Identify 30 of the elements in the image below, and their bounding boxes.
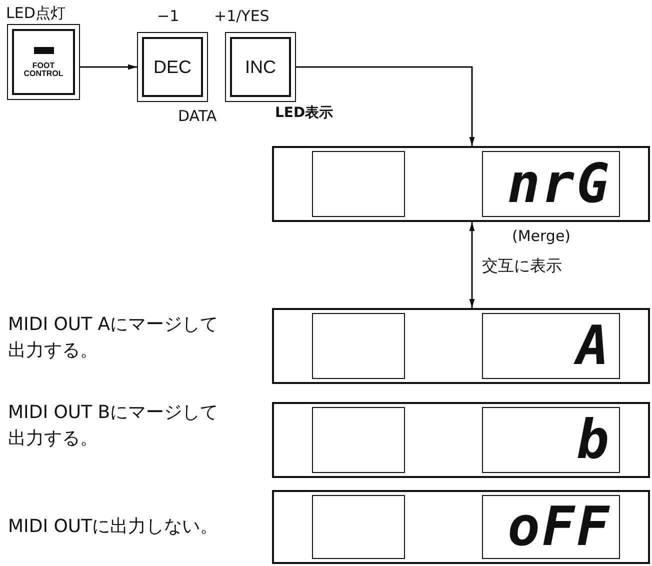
key-button [137, 32, 208, 102]
node-label: LED点灯 [6, 3, 66, 24]
segment-readout: b [576, 413, 611, 467]
led-display-panel [272, 308, 650, 384]
led-display-panel [272, 490, 650, 564]
foot-control-button [7, 24, 80, 100]
node-label: (Merge) [512, 226, 571, 247]
led-display-panel [272, 402, 650, 478]
arrow [469, 222, 475, 308]
button-label: INC [245, 58, 276, 76]
display-window [312, 313, 405, 379]
node-label: MIDI OUT Aにマージして出力する。 [8, 313, 220, 364]
display-window [312, 407, 405, 473]
arrow [80, 64, 137, 70]
button-label: FOOT CONTROL [24, 62, 64, 78]
button-label: DEC [153, 58, 192, 76]
node-label: MIDI OUTに出力しない。 [8, 515, 218, 539]
segment-readout: A [576, 319, 611, 373]
display-window [312, 495, 405, 559]
node-label: MIDI OUT Bにマージして出力する。 [8, 401, 220, 452]
led-display-panel [272, 146, 650, 222]
segment-readout: nrG [507, 157, 611, 211]
group-label: DATA [178, 107, 217, 125]
group-label: LED表示 [275, 104, 334, 122]
segment-readout: oFF [507, 500, 611, 554]
display-window [312, 151, 405, 217]
node-label: −1 [157, 6, 180, 27]
node-label: +1/YES [214, 6, 270, 27]
key-button [225, 32, 296, 102]
arrow [296, 66, 475, 146]
